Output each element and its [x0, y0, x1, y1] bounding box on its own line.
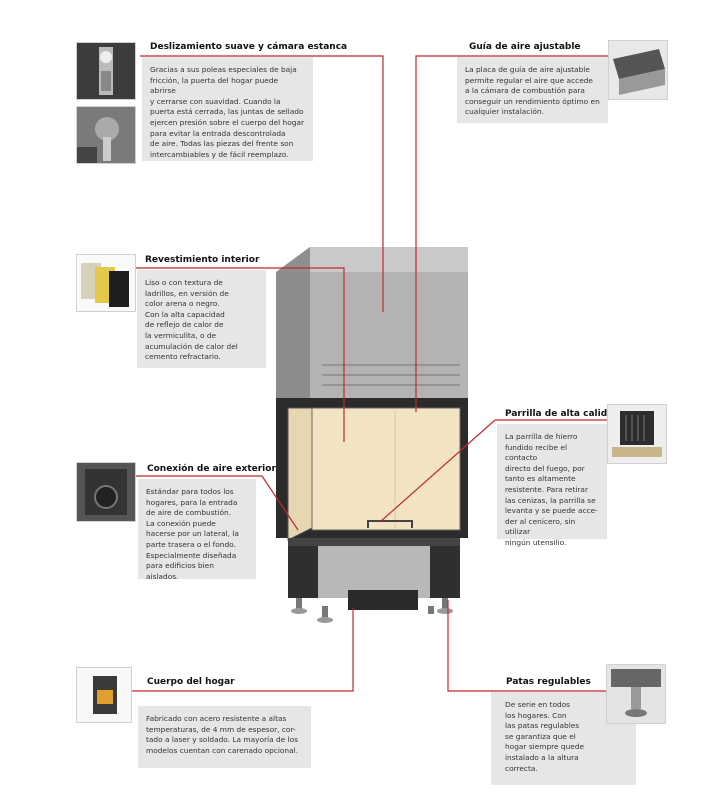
text-deslizamiento: Gracias a sus poleas especiales de baja …: [142, 57, 313, 161]
text-revestimiento: Liso o con textura de ladrillos, en vers…: [137, 270, 266, 368]
door-handle: [367, 520, 413, 528]
roller-detail-image: [76, 42, 136, 100]
text-conexion: Estándar para todos los hogares, para la…: [138, 479, 256, 581]
text-parrilla: La parrilla de hierro fundido recibe el …: [497, 424, 607, 547]
ash-drawer: [348, 590, 418, 610]
title-patas: Patas regulables: [506, 677, 591, 687]
hood-top: [276, 247, 468, 272]
title-cuerpo: Cuerpo del hogar: [147, 677, 235, 687]
firebox-body-image: [76, 667, 132, 723]
front-glass: [311, 407, 461, 531]
lining-samples-image: [76, 254, 136, 312]
title-parrilla: Parrilla de alta calidad: [505, 409, 620, 419]
text-cuerpo: Fabricado con acero resistente a altas t…: [138, 706, 311, 768]
foot-left-front: [317, 617, 333, 623]
foot-left-back: [291, 608, 307, 614]
adjustable-foot-image: [606, 664, 666, 724]
leader-lines: [120, 55, 614, 692]
title-conexion: Conexión de aire exterior: [147, 464, 276, 474]
text-guia: La placa de guía de aire ajustable permi…: [457, 57, 608, 123]
seal-detail-image: [76, 106, 136, 164]
foot-right: [437, 608, 453, 614]
air-guide-image: [608, 40, 668, 100]
grate-image: [607, 404, 667, 464]
title-guia: Guía de aire ajustable: [469, 42, 581, 52]
title-revestimiento: Revestimiento interior: [145, 255, 260, 265]
title-deslizamiento: Deslizamiento suave y cámara estanca: [150, 42, 348, 52]
air-connection-image: [76, 462, 136, 522]
